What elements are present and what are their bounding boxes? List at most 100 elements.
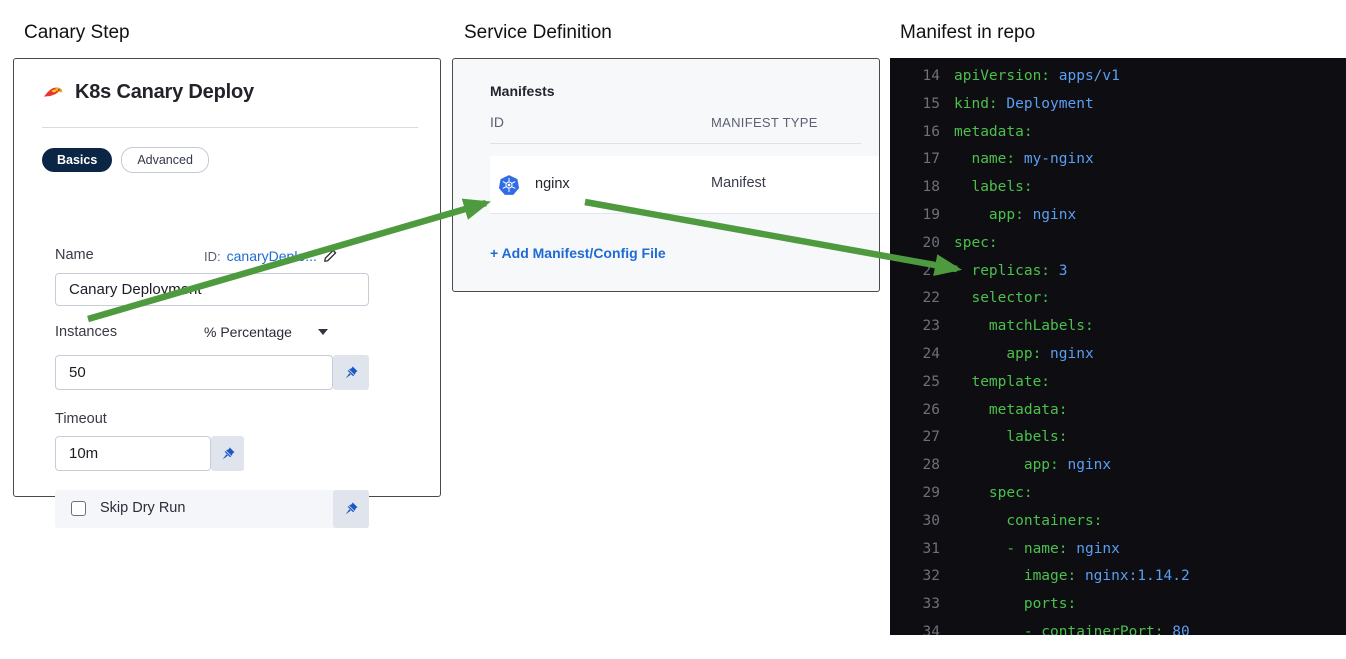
code-line: 18 labels: [890,174,1346,202]
timeout-pin-button[interactable] [211,436,244,471]
manifest-id-cell: nginx [535,176,570,192]
line-number: 30 [922,512,940,529]
pin-icon [345,365,358,378]
code-text: matchLabels: [954,318,1094,335]
timeout-field-label: Timeout [55,411,107,427]
step-id-row: ID: canaryDeplo... [204,248,337,264]
section-label-service-definition: Service Definition [464,22,612,43]
code-text: name: my-nginx [954,151,1094,168]
skip-dry-run-pin-button[interactable] [333,490,369,528]
instances-pin-button[interactable] [333,355,369,390]
canary-step-card: K8s Canary Deploy Basics Advanced Name I… [13,58,441,528]
line-number: 26 [922,401,940,418]
table-row[interactable]: nginx Manifest [490,156,879,214]
id-value[interactable]: canaryDeplo... [226,248,317,264]
line-number: 21 [922,262,940,279]
code-line: 20 spec: [890,230,1346,258]
timeout-input[interactable]: 10m [55,436,211,471]
step-title-row: K8s Canary Deploy [42,81,254,104]
manifest-type-cell: Manifest [711,175,766,191]
code-text: kind: Deployment [954,95,1094,112]
code-text: template: [954,373,1051,390]
skip-dry-run-row[interactable]: Skip Dry Run [55,490,369,528]
code-text: labels: [954,179,1033,196]
code-text: metadata: [954,123,1033,140]
code-text: spec: [954,485,1033,501]
pencil-edit-icon[interactable] [323,249,337,263]
code-text: replicas: 3 [954,262,1068,279]
code-line: 33 ports: [890,591,1346,619]
service-definition-card: Manifests ID MANIFEST TYPE nginx Manifes… [452,58,880,292]
instances-unit-select[interactable]: % Percentage [204,324,328,340]
tab-basics[interactable]: Basics [42,148,113,172]
code-line: 19 app: nginx [890,202,1346,230]
code-line: 24 app: nginx [890,341,1346,369]
line-number: 22 [922,290,940,307]
code-line: 15 kind: Deployment [890,91,1346,119]
section-label-manifest-in-repo: Manifest in repo [900,22,1036,43]
code-text: app: nginx [954,207,1077,223]
kubernetes-icon [498,174,520,196]
name-input[interactable]: Canary Deployment [55,273,369,306]
tabs-row: Basics Advanced [42,147,209,173]
code-line: 30 containers: [890,508,1346,536]
code-text: metadata: [954,401,1068,418]
code-text: image: nginx:1.14.2 [954,568,1190,585]
code-text: - containerPort: 80 [954,624,1190,635]
code-text: labels: [954,429,1068,446]
chevron-down-icon [317,329,328,335]
code-line: 14 apiVersion: apps/v1 [890,63,1346,91]
skip-dry-run-checkbox[interactable] [71,501,86,516]
tab-advanced[interactable]: Advanced [121,147,209,173]
line-number: 20 [922,234,940,251]
line-number: 34 [922,624,940,635]
skip-dry-run-label: Skip Dry Run [100,500,186,516]
code-line: 22 selector: [890,285,1346,313]
code-text: spec: [954,234,998,251]
code-text: ports: [954,596,1077,613]
code-text: app: nginx [954,457,1112,474]
code-line: 25 template: [890,369,1346,397]
code-line: 34 - containerPort: 80 [890,619,1346,635]
code-text: - name: nginx [954,540,1120,557]
manifests-section-title: Manifests [490,83,555,99]
name-field-label: Name [55,247,94,263]
page-title: K8s Canary Deploy [75,81,254,103]
line-number: 27 [922,429,940,446]
code-text: selector: [954,290,1051,307]
line-number: 19 [922,207,940,223]
code-text: app: nginx [954,346,1094,362]
section-label-canary-step: Canary Step [24,22,130,43]
code-line: 26 metadata: [890,397,1346,425]
column-header-id: ID [490,114,504,130]
code-line: 16 metadata: [890,119,1346,147]
code-line: 23 matchLabels: [890,313,1346,341]
line-number: 18 [922,179,940,196]
title-divider [42,127,418,128]
line-number: 23 [922,318,940,335]
canary-bird-icon [42,84,64,102]
code-line: 29 spec: [890,480,1346,508]
code-line: 17 name: my-nginx [890,146,1346,174]
line-number: 29 [922,485,940,501]
pin-icon [345,502,358,515]
line-number: 14 [922,68,940,84]
line-number: 32 [922,568,940,585]
line-number: 28 [922,457,940,474]
code-text: apiVersion: apps/v1 [954,68,1120,84]
line-number: 31 [922,540,940,557]
table-divider [490,143,861,144]
line-number: 25 [922,373,940,390]
pin-icon [222,446,235,459]
instances-input[interactable]: 50 [55,355,333,390]
code-line: 31 - name: nginx [890,536,1346,564]
line-number: 15 [922,95,940,112]
instances-unit-label: % Percentage [204,324,292,340]
code-line: 27 labels: [890,424,1346,452]
column-header-manifest-type: MANIFEST TYPE [711,115,818,130]
line-number: 16 [922,123,940,140]
line-number: 24 [922,346,940,362]
line-number: 33 [922,596,940,613]
add-manifest-link[interactable]: + Add Manifest/Config File [490,245,666,261]
